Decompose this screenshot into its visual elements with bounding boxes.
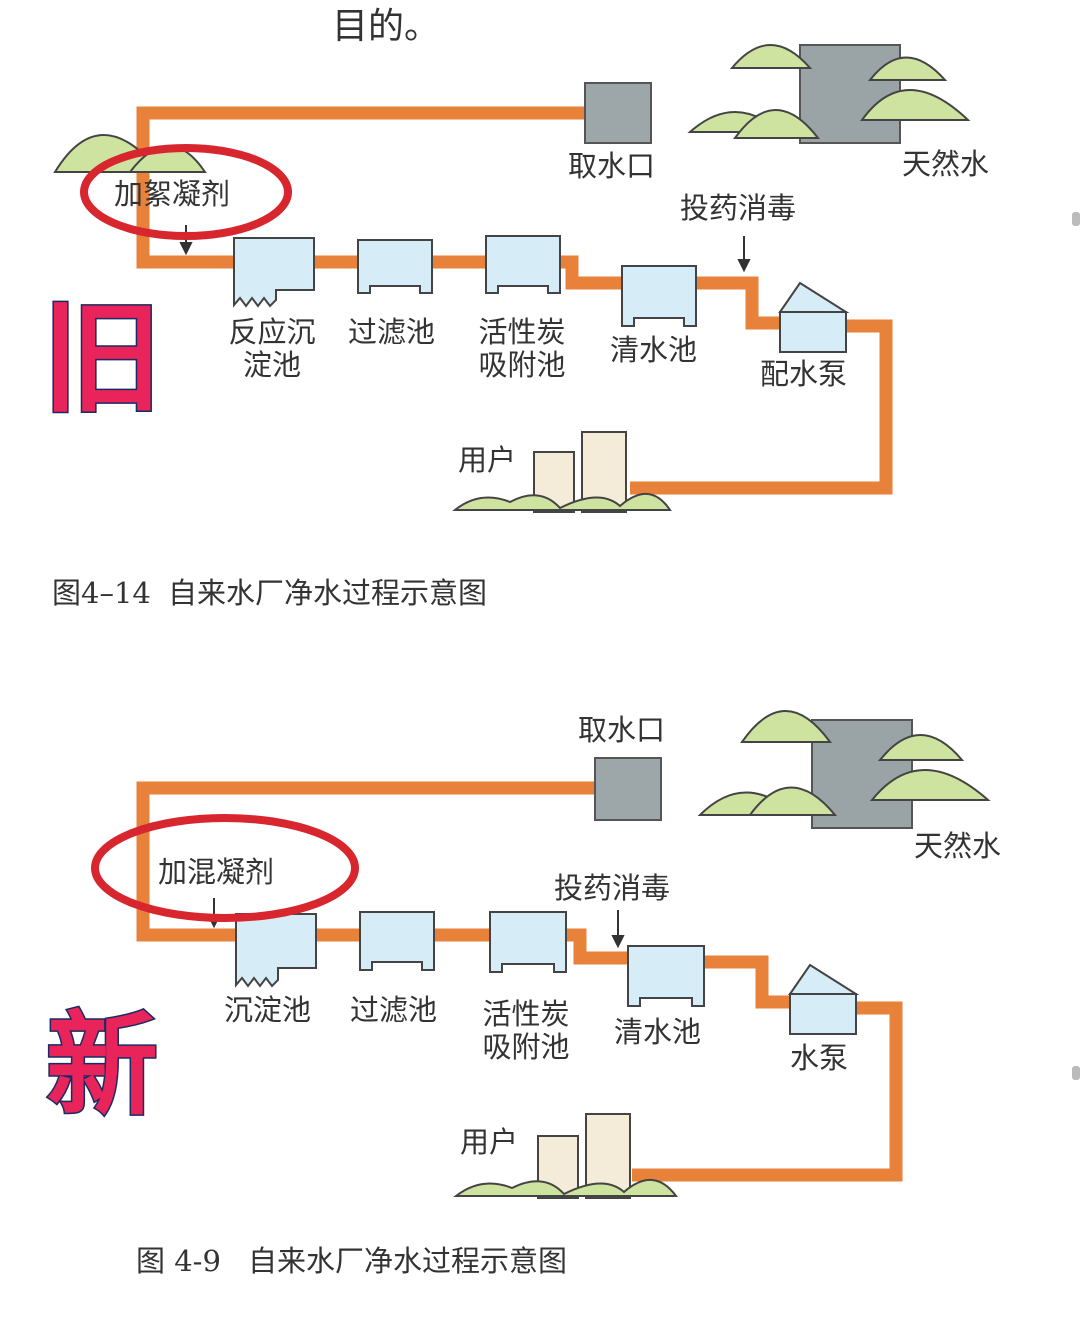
old-intake-label: 取水口 [568, 149, 656, 183]
new-tank2-label: 过滤池 [350, 993, 438, 1027]
old-natural-water-graphic [687, 44, 971, 144]
old-left-trees [53, 134, 207, 173]
new-disinfect-label: 投药消毒 [554, 871, 671, 905]
new-highlight-circle [91, 814, 359, 922]
new-tank3-label: 活性炭 吸附池 [482, 997, 570, 1065]
scroll-mark [1072, 212, 1080, 226]
old-users-label: 用户 [458, 443, 517, 477]
new-pipe [136, 781, 903, 1182]
new-users-label: 用户 [460, 1125, 519, 1159]
new-natural-water-graphic [697, 710, 991, 829]
old-tank2-label: 过滤池 [348, 315, 436, 349]
new-intake-box [594, 757, 662, 821]
new-pump-label: 水泵 [790, 1041, 849, 1075]
old-tank1-label: 反应沉 淀池 [228, 315, 316, 383]
new-coagulant-label: 加混凝剂 [158, 855, 275, 889]
old-pump-label: 配水泵 [760, 357, 848, 391]
new-stamp: 新 [45, 1001, 160, 1131]
new-caption-number: 图 4-9 [136, 1244, 221, 1278]
new-users-buildings [453, 1113, 678, 1199]
old-natural-water-label: 天然水 [902, 147, 990, 181]
old-caption-number: 图4–14 [52, 576, 151, 610]
new-intake-label: 取水口 [578, 713, 666, 747]
old-intake-box [584, 82, 652, 144]
new-tank1-label: 沉淀池 [224, 993, 312, 1027]
old-pipe [136, 106, 893, 495]
old-disinfect-label: 投药消毒 [680, 191, 797, 225]
top-text-fragment: 目的。 [332, 6, 441, 47]
old-users-buildings [452, 431, 672, 513]
new-caption-text: 自来水厂净水过程示意图 [248, 1244, 568, 1278]
old-caption-text: 自来水厂净水过程示意图 [168, 576, 488, 610]
new-natural-water-label: 天然水 [914, 829, 1002, 863]
old-coagulant-label: 加絮凝剂 [114, 177, 231, 211]
scroll-mark [1072, 1066, 1080, 1080]
new-tanks [235, 911, 860, 1035]
old-highlight-circle [80, 144, 292, 240]
old-tank4-label: 清水池 [610, 333, 698, 367]
old-tanks [233, 235, 850, 353]
new-tank4-label: 清水池 [614, 1015, 702, 1049]
old-stamp: 旧 [41, 290, 164, 429]
old-tank3-label: 活性炭 吸附池 [478, 315, 566, 383]
